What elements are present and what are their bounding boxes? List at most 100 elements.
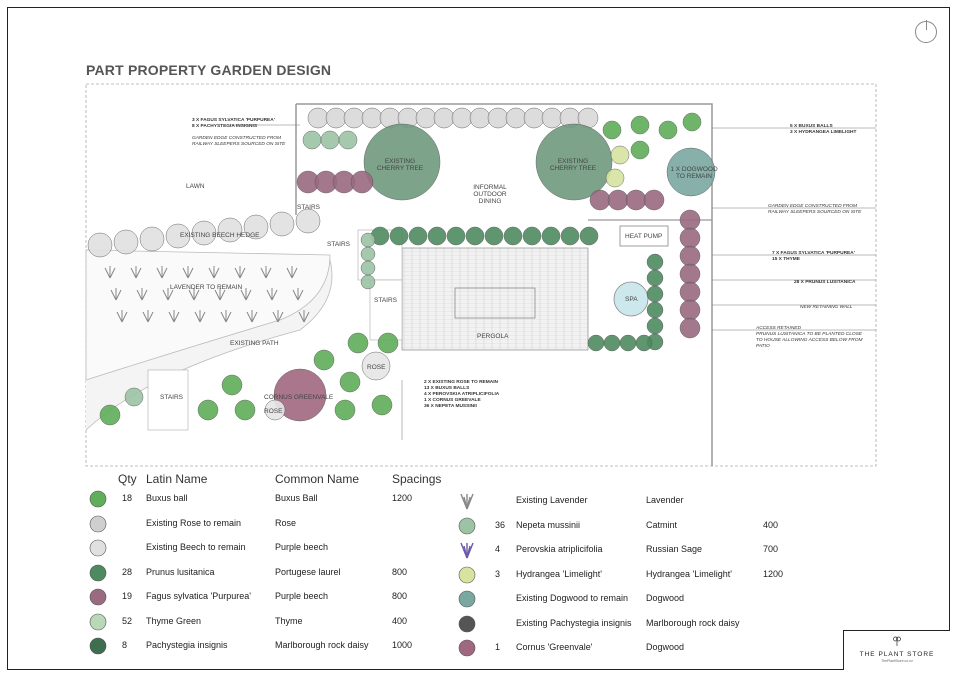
buxus-icon (89, 490, 107, 508)
prunus (646, 301, 664, 319)
dining-table (454, 287, 536, 319)
beech-hedge (269, 211, 295, 237)
note-line: GARDEN EDGE CONSTRUCTED FROM (192, 136, 282, 141)
plant-store-logo-icon (893, 636, 901, 646)
legend-qty: 4 (495, 544, 501, 554)
legend-latin: Pachystegia insignis (146, 640, 228, 650)
cherry-tree (363, 123, 441, 201)
cornus-icon (458, 639, 476, 657)
hydrangea (610, 145, 630, 165)
lavender (168, 310, 180, 323)
prunus (646, 253, 664, 271)
note-line: 7 X FAGUS SYLVATICA 'PURPUREA' (772, 251, 855, 256)
buxus (682, 112, 702, 132)
existing-shrub (505, 107, 527, 129)
legend-spacing: 400 (763, 519, 779, 530)
label-beech-hedge: EXISTING BEECH HEDGE (180, 232, 260, 239)
lavender (188, 288, 200, 301)
legend-common: Purple beech (275, 542, 329, 552)
prunus (465, 226, 485, 246)
beech-hedge (139, 226, 165, 252)
legend-qty: 3 (495, 568, 501, 579)
lavender (136, 288, 148, 301)
note-line: 36 X NEPETA MUSSINII (424, 404, 477, 409)
note-right-3: 7 X FAGUS SYLVATICA 'PURPUREA' 15 X THYM… (772, 251, 855, 263)
existing-shrub (487, 107, 509, 129)
legend-latin: Existing Lavender (516, 495, 588, 505)
legend-latin: Fagus sylvatica 'Purpurea' (146, 591, 251, 601)
existing-shrub (307, 107, 329, 129)
note-line: 28 X PRUNUS LUSITANICA (794, 280, 856, 285)
prunus (446, 226, 466, 246)
note-right-6: ACCESS RETAINED PRUNUS LUSITANICA TO BE … (756, 326, 862, 350)
legend-spacing: 800 (392, 566, 408, 577)
legend-latin: Perovskia atriplicifolia (516, 544, 603, 554)
legend-row: Existing Rose to remain Rose (0, 515, 960, 533)
drawing-sheet (7, 7, 950, 670)
lavender (234, 266, 246, 279)
legend-spacing: 1200 (763, 568, 784, 579)
beech-hedge (113, 229, 139, 255)
legend-qty: 36 (495, 519, 506, 530)
legend-common: Rose (275, 517, 297, 528)
legend-qty: 19 (122, 591, 133, 601)
dogwood (666, 147, 716, 197)
buxus (630, 140, 650, 160)
fagus (350, 170, 374, 194)
legend-header-common: Common Name (275, 472, 360, 486)
legend-spacing: 1000 (392, 640, 413, 650)
note-line: RAILWAY SLEEPERS SOURCED ON SITE (192, 142, 286, 147)
note-line: RAILWAY SLEEPERS SOURCED ON SITE (768, 210, 862, 215)
legend-common: Hydrangea 'Limelight' (646, 568, 732, 579)
prunus (587, 334, 605, 352)
note-right-5: NEW RETAINING WALL (800, 305, 853, 311)
label-heat-pump: HEAT PUMP (625, 233, 663, 240)
thyme (360, 232, 376, 248)
buxus (371, 394, 393, 416)
fagus (679, 317, 701, 339)
legend-latin: Buxus ball (146, 493, 188, 503)
lavender (194, 310, 206, 323)
perovskia-icon (460, 542, 474, 559)
legend-latin: Existing Pachystegia insignis (516, 617, 632, 628)
pachystegia-icon (89, 637, 107, 655)
hydrangea-icon (458, 566, 476, 583)
buxus (234, 399, 256, 421)
fagus (679, 227, 701, 249)
lavender (240, 288, 252, 301)
fagus (679, 281, 701, 303)
label-cherry-tree-2: EXISTING CHERRY TREE (549, 158, 597, 172)
note-line: 8 X PACHYSTEGIA INSIGNIS (192, 124, 258, 129)
rose-icon (89, 515, 107, 532)
legend-common: Russian Sage (646, 544, 703, 554)
lavender (266, 288, 278, 301)
legend-latin: Cornus 'Greenvale' (516, 642, 593, 652)
lavender (260, 266, 272, 279)
existing-shrub (469, 107, 491, 129)
existing-shrub (343, 107, 365, 129)
existing-shrub (325, 107, 347, 129)
label-stairs-3: STAIRS (374, 297, 397, 304)
beech-hedge (191, 220, 217, 246)
existing-shrub (541, 107, 563, 129)
fagus-icon (89, 588, 107, 606)
prunus (579, 226, 599, 246)
lavender (298, 310, 310, 323)
note-line: 1 X CORNUS GREEVALE (424, 398, 481, 403)
legend-header-spacing: Spacings (392, 472, 442, 486)
lavender (220, 310, 232, 323)
prunus (522, 226, 542, 246)
legend-latin: Existing Rose to remain (146, 517, 242, 528)
buxus (334, 399, 356, 421)
label-existing-path: EXISTING PATH (230, 340, 279, 347)
lavender (272, 310, 284, 323)
garden-edge (296, 103, 713, 466)
nepeta (302, 130, 322, 150)
page-title: PART PROPERTY GARDEN DESIGN (86, 62, 332, 78)
lavender-bed (85, 249, 331, 381)
